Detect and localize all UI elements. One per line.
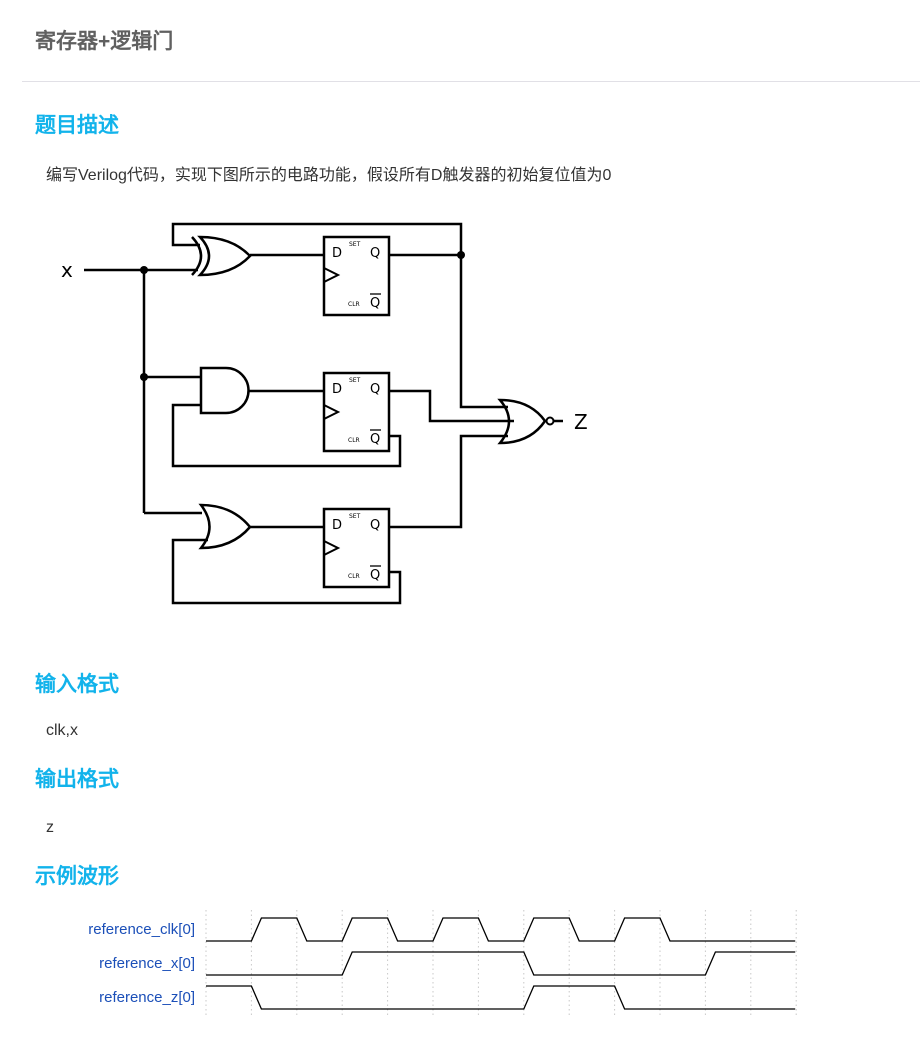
ff2-set-label: SET <box>349 377 361 384</box>
output-z-label: Z <box>574 410 588 434</box>
wave-trace-x <box>206 951 796 976</box>
wave-label-x: reference_x[0] <box>99 955 195 972</box>
wire-ff1-feedback <box>171 222 463 255</box>
or-gate <box>198 503 252 550</box>
xor-gate <box>191 235 252 277</box>
output-format-heading: 输出格式 <box>35 768 119 791</box>
description-heading: 题目描述 <box>35 114 119 137</box>
output-format-text: z <box>46 819 54 836</box>
input-x-label: x <box>61 258 73 282</box>
wave-trace-clk <box>206 917 796 942</box>
dff-1 <box>322 235 391 317</box>
ff3-d-label: D <box>332 518 342 533</box>
dff-3 <box>322 507 391 589</box>
input-format-heading: 输入格式 <box>35 673 119 696</box>
header-divider <box>22 81 920 82</box>
ff3-qbar-label: Q <box>370 568 380 583</box>
wave-label-clk: reference_clk[0] <box>88 921 195 938</box>
ff1-set-label: SET <box>349 241 361 248</box>
wire-ff1-to-nor <box>459 255 508 409</box>
ff1-d-label: D <box>332 246 342 261</box>
ff1-qbar-label: Q <box>370 296 380 311</box>
ff2-clr-label: CLR <box>348 437 360 444</box>
wave-label-z: reference_z[0] <box>99 989 195 1006</box>
dff-2 <box>322 371 391 453</box>
waveform-plot <box>205 910 797 1015</box>
wire-ff3-to-nor <box>389 434 508 529</box>
ff2-q-label: Q <box>370 382 380 397</box>
wire-ff3-feedback <box>171 538 402 605</box>
example-waveform-heading: 示例波形 <box>35 865 119 888</box>
ff1-clr-label: CLR <box>348 301 360 308</box>
junction-dot <box>140 266 148 274</box>
ff2-qbar-label: Q <box>370 432 380 447</box>
nor-gate <box>497 398 555 445</box>
description-text: 编写Verilog代码，实现下图所示的电路功能，假设所有D触发器的初始复位值为0 <box>46 167 612 184</box>
ff3-set-label: SET <box>349 513 361 520</box>
and-gate <box>199 366 250 415</box>
junction-dot <box>140 373 148 381</box>
ff3-q-label: Q <box>370 518 380 533</box>
input-format-text: clk,x <box>46 722 78 739</box>
page-title: 寄存器+逻辑门 <box>35 30 174 53</box>
wire-ff2-to-nor <box>389 389 514 423</box>
junction-dot <box>457 251 465 259</box>
wave-trace-z <box>206 985 796 1010</box>
circuit-diagram: x Z D SET Q CLR Q D SET Q CLR Q D SET Q … <box>61 222 588 605</box>
ff2-d-label: D <box>332 382 342 397</box>
wire-ff2-feedback <box>171 403 402 468</box>
ff3-clr-label: CLR <box>348 573 360 580</box>
ff1-q-label: Q <box>370 246 380 261</box>
